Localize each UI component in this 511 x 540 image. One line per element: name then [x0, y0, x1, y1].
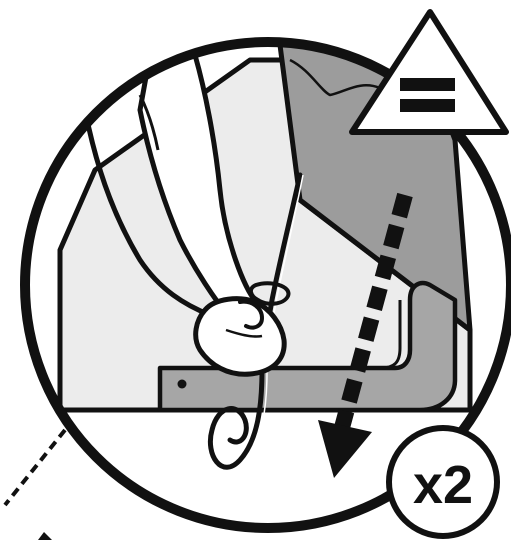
screw-hole	[178, 380, 187, 389]
repeat-badge: x2	[389, 428, 497, 536]
leader-arrow-tip	[38, 532, 52, 540]
repeat-count-label: x2	[413, 455, 473, 515]
hand	[196, 299, 284, 375]
leader-line	[5, 430, 65, 505]
